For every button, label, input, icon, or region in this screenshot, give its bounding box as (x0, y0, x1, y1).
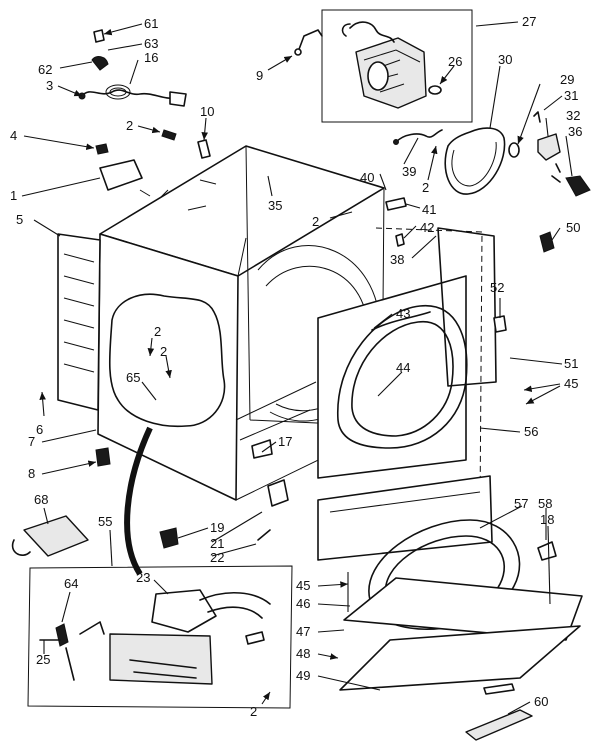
label-38: 38 (390, 252, 404, 267)
label-23: 23 (136, 570, 150, 585)
label-63: 63 (144, 36, 158, 51)
label-17: 17 (278, 434, 292, 449)
label-49: 49 (296, 668, 310, 683)
side-panel-5 (57, 233, 101, 411)
label-26: 26 (448, 54, 462, 69)
label-36: 36 (568, 124, 582, 139)
label-32: 32 (566, 108, 580, 123)
label-2-cutaway-b: 2 (160, 344, 167, 359)
label-9: 9 (256, 68, 263, 83)
label-44: 44 (396, 360, 410, 375)
label-50: 50 (566, 220, 580, 235)
burner-assembly-box (27, 565, 293, 709)
top-screws (95, 129, 211, 159)
label-6: 6 (36, 422, 43, 437)
label-35: 35 (268, 198, 282, 213)
label-56: 56 (524, 424, 538, 439)
label-51: 51 (564, 356, 578, 371)
idler-parts (508, 111, 591, 197)
label-8: 8 (28, 466, 35, 481)
label-40: 40 (360, 170, 374, 185)
label-48: 48 (296, 646, 310, 661)
label-27: 27 (522, 14, 536, 29)
label-5: 5 (16, 212, 23, 227)
label-21: 21 (210, 536, 224, 551)
label-30: 30 (498, 52, 512, 67)
wire-harness-39 (385, 129, 443, 247)
label-47: 47 (296, 624, 310, 639)
label-57: 57 (514, 496, 528, 511)
door-panel (339, 625, 581, 695)
lower-panel-56 (317, 475, 493, 561)
label-22: 22 (210, 550, 224, 565)
label-45-right: 45 (564, 376, 578, 391)
label-55: 55 (98, 514, 112, 529)
label-2-cutaway-a: 2 (154, 324, 161, 339)
part-1-bracket (99, 159, 143, 191)
door-handle (465, 709, 533, 741)
label-18: 18 (540, 512, 554, 527)
label-39: 39 (402, 164, 416, 179)
harness-arrow (124, 426, 153, 576)
label-19: 19 (210, 520, 224, 535)
label-16: 16 (144, 50, 158, 65)
label-3: 3 (46, 78, 53, 93)
label-2-belt: 2 (422, 180, 429, 195)
leader-lines (21, 21, 573, 715)
part-labels: 61 63 62 16 3 27 9 26 30 29 31 32 36 2 1… (10, 14, 582, 719)
label-61: 61 (144, 16, 158, 31)
label-68: 68 (34, 492, 48, 507)
label-25: 25 (36, 652, 50, 667)
label-60: 60 (534, 694, 548, 709)
motor-assembly-box (321, 9, 473, 123)
label-43: 43 (396, 306, 410, 321)
misc-small-parts (95, 231, 557, 561)
label-62: 62 (38, 62, 52, 77)
label-52: 52 (490, 280, 504, 295)
label-4: 4 (10, 128, 17, 143)
label-10: 10 (200, 104, 214, 119)
label-58: 58 (538, 496, 552, 511)
label-31: 31 (564, 88, 578, 103)
label-45-lower: 45 (296, 578, 310, 593)
part-9-wire (294, 29, 323, 56)
label-42: 42 (420, 220, 434, 235)
label-29: 29 (560, 72, 574, 87)
label-65: 65 (126, 370, 140, 385)
label-2-mid: 2 (312, 214, 319, 229)
label-64: 64 (64, 576, 78, 591)
label-1: 1 (10, 188, 17, 203)
label-46: 46 (296, 596, 310, 611)
drum-belt (444, 127, 506, 195)
label-7: 7 (28, 434, 35, 449)
power-cord-parts (78, 29, 187, 107)
part-68 (11, 515, 89, 557)
label-2-bottom: 2 (250, 704, 257, 719)
label-41: 41 (422, 202, 436, 217)
switch-and-wires (371, 311, 507, 333)
label-2-top: 2 (126, 118, 133, 133)
